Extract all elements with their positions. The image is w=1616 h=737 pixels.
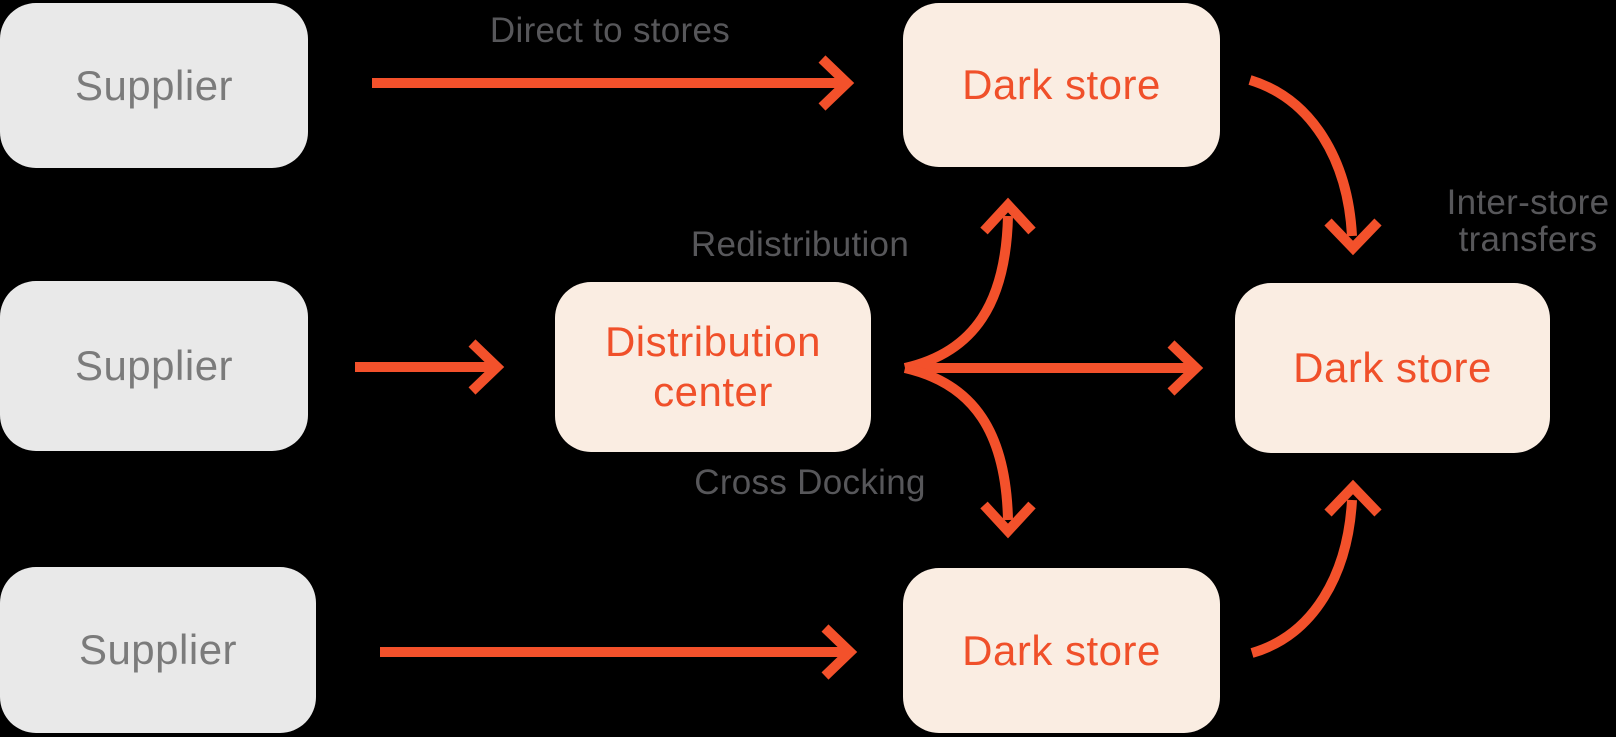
arrow-darkstore-top-to-darkstore-right: [1248, 75, 1382, 256]
node-dark-store-bottom: Dark store: [903, 568, 1220, 733]
node-distribution-center: Distribution center: [555, 282, 871, 452]
node-label: Dark store: [962, 626, 1161, 674]
label-inter-store-transfers: Inter-store transfers: [1446, 183, 1610, 260]
node-label: Dark store: [962, 61, 1161, 108]
label-redistribution: Redistribution: [690, 225, 910, 264]
arrow-dc-to-darkstore-bottom: [903, 363, 1036, 539]
label-direct-to-stores: Direct to stores: [489, 11, 731, 50]
node-label: Supplier: [74, 342, 234, 389]
node-dark-store-right: Dark store: [1235, 283, 1550, 453]
node-label: Dark store: [1293, 344, 1492, 391]
node-supplier-3: Supplier: [0, 567, 316, 733]
node-dark-store-top: Dark store: [903, 3, 1220, 167]
arrow-dc-to-darkstore-right: [905, 340, 1204, 396]
node-supplier-1: Supplier: [0, 3, 308, 168]
arrow-darkstore-bottom-to-darkstore-right: [1250, 479, 1382, 658]
label-cross-docking: Cross Docking: [694, 463, 926, 502]
node-label: Distribution center: [604, 317, 822, 415]
node-label: Supplier: [78, 626, 238, 673]
arrow-supplier1-to-darkstore-top: [372, 55, 855, 111]
arrow-supplier3-to-darkstore-bottom: [380, 624, 858, 680]
arrow-supplier2-to-distribution-center: [355, 339, 505, 395]
node-supplier-2: Supplier: [0, 281, 308, 451]
node-label: Supplier: [74, 61, 234, 109]
